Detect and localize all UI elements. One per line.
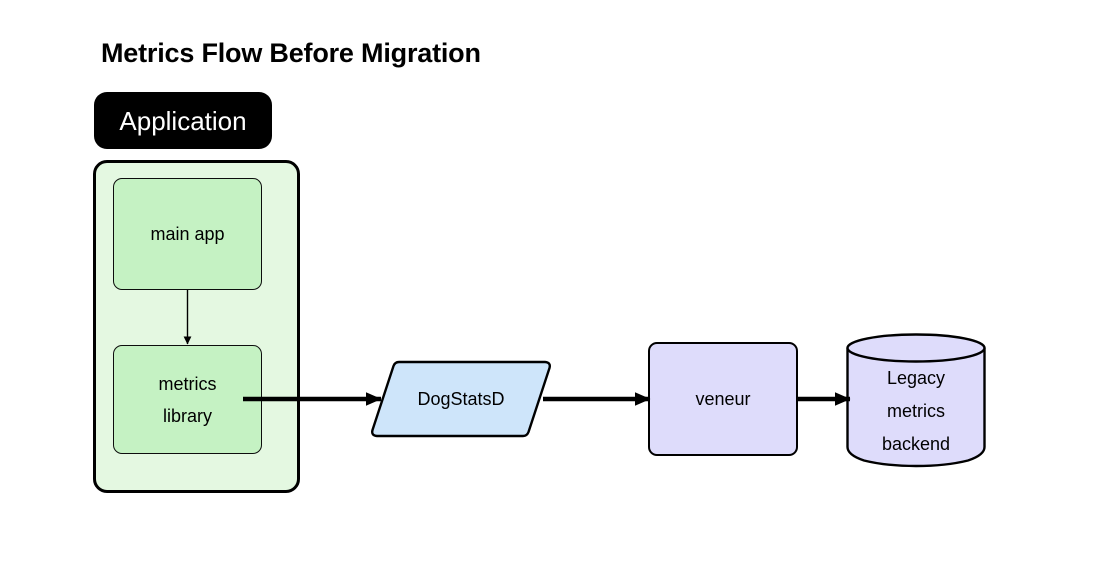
- group-tag-label: Application: [119, 105, 247, 136]
- parallelogram-shape: [371, 360, 551, 438]
- node-veneur[interactable]: veneur: [648, 342, 798, 456]
- legacy-label-line1: Legacy: [886, 367, 946, 388]
- node-metrics-library[interactable]: metrics library: [113, 345, 262, 454]
- node-dogstatsd[interactable]: DogStatsD: [370, 359, 552, 439]
- group-tag-application: Application: [94, 92, 272, 149]
- node-main-app-label: main app: [150, 224, 225, 244]
- legacy-label-line3: backend: [881, 433, 951, 454]
- node-legacy-metrics-backend-label: Legacy metrics backend: [846, 355, 986, 467]
- node-metrics-library-label-line2: library: [162, 405, 212, 426]
- node-dogstatsd-label: DogStatsD: [417, 388, 505, 409]
- page-title: Metrics Flow Before Migration: [101, 38, 481, 68]
- legacy-label-line2: metrics: [887, 400, 945, 421]
- node-metrics-library-label-line1: metrics: [158, 373, 217, 394]
- cylinder-top-ellipse: [846, 333, 986, 363]
- node-legacy-metrics-backend[interactable]: Legacy metrics backend: [846, 333, 986, 468]
- node-main-app[interactable]: main app: [113, 178, 262, 290]
- node-veneur-label: veneur: [695, 389, 751, 409]
- cylinder-body: [846, 346, 986, 468]
